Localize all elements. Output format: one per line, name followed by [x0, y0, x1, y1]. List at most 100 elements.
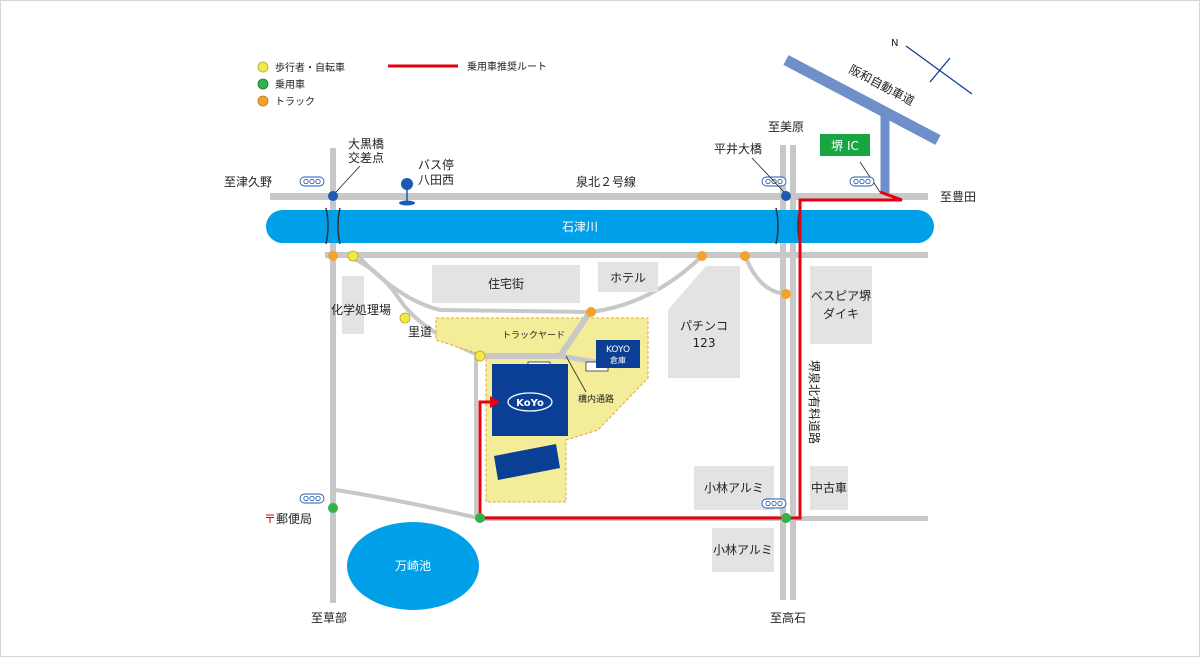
car-route-ic-link — [879, 190, 903, 202]
kobayashi-label-2: 小林アルミ — [713, 543, 773, 557]
kobayashi-block-1 — [694, 466, 774, 510]
river: 石津川 — [266, 207, 934, 245]
direction-mihara: 至美原 — [768, 120, 804, 134]
direction-toyoda: 至豊田 — [940, 190, 976, 204]
koyo-logo-badge — [507, 392, 553, 412]
used-car-block — [810, 466, 848, 510]
legend-truck-label: トラック — [275, 96, 315, 108]
compass-north-label: N — [891, 38, 898, 49]
kobayashi-label-1: 小林アルミ — [704, 481, 764, 495]
pedestrian-dot — [399, 312, 411, 324]
traffic-signal-icon — [299, 493, 325, 504]
pedestrian-dot — [474, 350, 486, 362]
river-body — [266, 210, 934, 243]
west-road — [330, 148, 336, 603]
ic-sign — [820, 134, 870, 156]
river-label: 石津川 — [562, 220, 598, 234]
bus-stop-label-1: バス停 — [418, 157, 454, 172]
truck-dot — [328, 251, 338, 261]
pond: 万崎池 — [347, 522, 479, 610]
post-office-label: 郵便局 — [276, 512, 312, 526]
bridge-west-right — [337, 207, 341, 245]
bridge-east-left — [775, 207, 779, 245]
bridge-west-left — [325, 207, 329, 245]
chemical-label: 化学処理場 — [331, 302, 391, 317]
legend: 歩行者・自転車 乗用車 トラック 乗用車推奨ルート — [257, 60, 547, 108]
legend-route-label: 乗用車推奨ルート — [467, 60, 547, 73]
car-dot — [328, 503, 338, 513]
intersection-dot-hirai — [781, 191, 791, 201]
warehouse-label-2: 倉庫 — [610, 355, 626, 365]
hirai-pointer — [751, 157, 785, 193]
traffic-signal-icon — [299, 176, 325, 187]
compass: N — [891, 38, 973, 95]
compass-axis — [905, 45, 973, 95]
koyo-second-building — [494, 444, 560, 480]
truck-dot — [781, 289, 791, 299]
compass-cross — [929, 57, 951, 83]
buildings — [342, 262, 872, 572]
bus-stop-icon — [401, 178, 413, 190]
hirai-label: 平井大橋 — [714, 142, 762, 156]
intersection-dot-daikoku — [328, 191, 338, 201]
car-route-arrow — [490, 396, 500, 408]
used-car-label: 中古車 — [811, 480, 847, 495]
toll-road-lane-west — [780, 145, 786, 600]
pond-label: 万崎池 — [395, 559, 431, 573]
direction-tsukuno: 至津久野 — [224, 175, 272, 189]
traffic-signal-icon — [849, 176, 875, 187]
pedestrian-dot — [347, 250, 359, 262]
koyo-main-building — [492, 364, 568, 436]
direction-kusabe: 至草部 — [311, 610, 347, 625]
bus-stop-base — [399, 200, 415, 206]
koyo-logo-text: KoYo — [516, 398, 544, 409]
toll-road-label: 堺泉北有料道路 — [807, 360, 822, 444]
housing-label: 住宅街 — [488, 276, 524, 291]
internal-road-label: 構内通路 — [578, 393, 614, 405]
main-road — [270, 193, 928, 200]
daikoku-pointer — [335, 165, 361, 193]
access-points — [328, 191, 791, 523]
housing-road — [358, 256, 591, 314]
bus-stop: バス停 八田西 — [399, 157, 454, 206]
daikoku-label-2: 交差点 — [348, 150, 384, 165]
car-dot — [781, 513, 791, 523]
pachinko-label-2: 123 — [693, 336, 716, 350]
traffic-signal-icon — [761, 498, 787, 509]
koyo-warehouse — [596, 340, 640, 368]
pachinko-label-1: パチンコ — [680, 319, 728, 333]
legend-car-dot — [257, 78, 269, 90]
hotel-label: ホテル — [610, 271, 646, 285]
satomichi-label: 里道 — [408, 325, 432, 339]
koyo-site: トラックヤード KoYo KOYO 倉庫 構内通路 — [435, 310, 649, 503]
west-curve-road — [335, 488, 479, 520]
legend-pedestrian-dot — [257, 61, 269, 73]
truck-dot — [740, 251, 750, 261]
vespia-label-1: ベスピア堺 — [811, 289, 871, 303]
vespia-block — [810, 266, 872, 344]
warehouse-label-1: KOYO — [606, 345, 630, 355]
car-route-line — [478, 198, 902, 520]
main-road-label: 泉北２号線 — [576, 174, 636, 189]
car-dot — [475, 513, 485, 523]
truck-dot — [697, 251, 707, 261]
legend-car-label: 乗用車 — [275, 78, 305, 91]
truck-yard-label: トラックヤード — [502, 330, 565, 341]
hotel-block — [598, 262, 658, 292]
direction-takaishi: 至高石 — [770, 610, 806, 625]
pachinko-block — [668, 266, 740, 378]
ic-label: 堺 IC — [831, 139, 859, 153]
river-south-road — [325, 252, 928, 258]
truck-dot — [586, 307, 596, 317]
legend-truck-dot — [257, 95, 269, 107]
pond-body — [347, 522, 479, 610]
legend-pedestrian-label: 歩行者・自転車 — [275, 61, 345, 74]
hotel-road — [589, 256, 702, 314]
chemical-plant — [342, 276, 364, 334]
highway-road — [783, 55, 941, 145]
map-labels: 泉北２号線 至津久野 至豊田 至美原 至草部 至高石 大黒橋 交差点 平井大橋 … — [224, 120, 976, 625]
car-route — [478, 190, 903, 520]
daikoku-label-1: 大黒橋 — [348, 137, 384, 151]
bus-stop-label-2: 八田西 — [418, 173, 454, 187]
